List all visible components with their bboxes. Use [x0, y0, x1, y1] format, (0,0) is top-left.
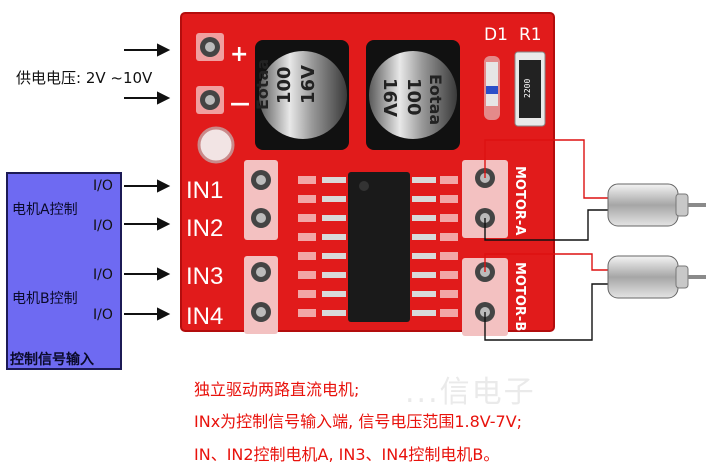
control-signal-box — [6, 172, 122, 370]
io-label-4: I/O — [93, 307, 113, 323]
note-line-2: INx为控制信号输入端, 信号电压范围1.8V-7V; — [194, 412, 523, 431]
motor-b — [607, 255, 706, 299]
pin-label-in4: IN4 — [186, 303, 223, 330]
resistor-r1 — [514, 51, 546, 127]
resistor-code: 2200 — [523, 79, 532, 98]
pin-label-in2: IN2 — [186, 215, 223, 242]
power-pads — [196, 33, 224, 114]
resistor-label: R1 — [519, 25, 542, 45]
capacitor-left — [255, 40, 349, 150]
svg-text:100: 100 — [274, 66, 295, 104]
input-pin-header-bottom — [244, 256, 278, 334]
power-supply-label: 供电电压: 2V ~10V — [16, 69, 153, 87]
watermark-text: ...信电子 — [405, 375, 536, 410]
svg-text:Eotaa: Eotaa — [253, 59, 272, 110]
io-label-1: I/O — [93, 178, 113, 194]
note-line-1: 独立驱动两路直流电机; — [194, 380, 360, 399]
motor-b-control-label: 电机B控制 — [12, 291, 78, 307]
motor-wires — [484, 139, 608, 341]
motor-a-label: MOTOR-A — [512, 166, 527, 235]
input-pin-header-top — [244, 160, 278, 240]
minus-label: — — [230, 91, 250, 115]
driver-ic — [298, 172, 458, 322]
svg-text:16V: 16V — [379, 78, 400, 117]
control-signal-input-label: 控制信号输入 — [10, 352, 94, 368]
pin-label-in3: IN3 — [186, 263, 223, 290]
plus-label: + — [230, 42, 248, 67]
io-label-2: I/O — [93, 218, 113, 234]
io-label-3: I/O — [93, 267, 113, 283]
svg-text:Eotaa: Eotaa — [426, 74, 445, 125]
pin-label-in1: IN1 — [186, 177, 223, 204]
capacitor-right-text: 16V 100 Eotaa — [379, 74, 445, 125]
note-line-3: IN、IN2控制电机A, IN3、IN4控制电机B。 — [194, 445, 500, 464]
motor-a-control-label: 电机A控制 — [12, 202, 78, 218]
mounting-hole — [197, 126, 235, 164]
capacitor-left-text: Eotaa 100 16V — [253, 59, 319, 110]
diode-d1 — [484, 56, 500, 120]
diode-label: D1 — [484, 25, 508, 45]
capacitor-right — [366, 40, 460, 150]
arrows — [124, 43, 171, 321]
svg-text:16V: 16V — [298, 65, 319, 104]
svg-text:100: 100 — [403, 78, 424, 116]
motor-b-label: MOTOR-B — [512, 262, 527, 331]
motor-a — [607, 183, 706, 227]
